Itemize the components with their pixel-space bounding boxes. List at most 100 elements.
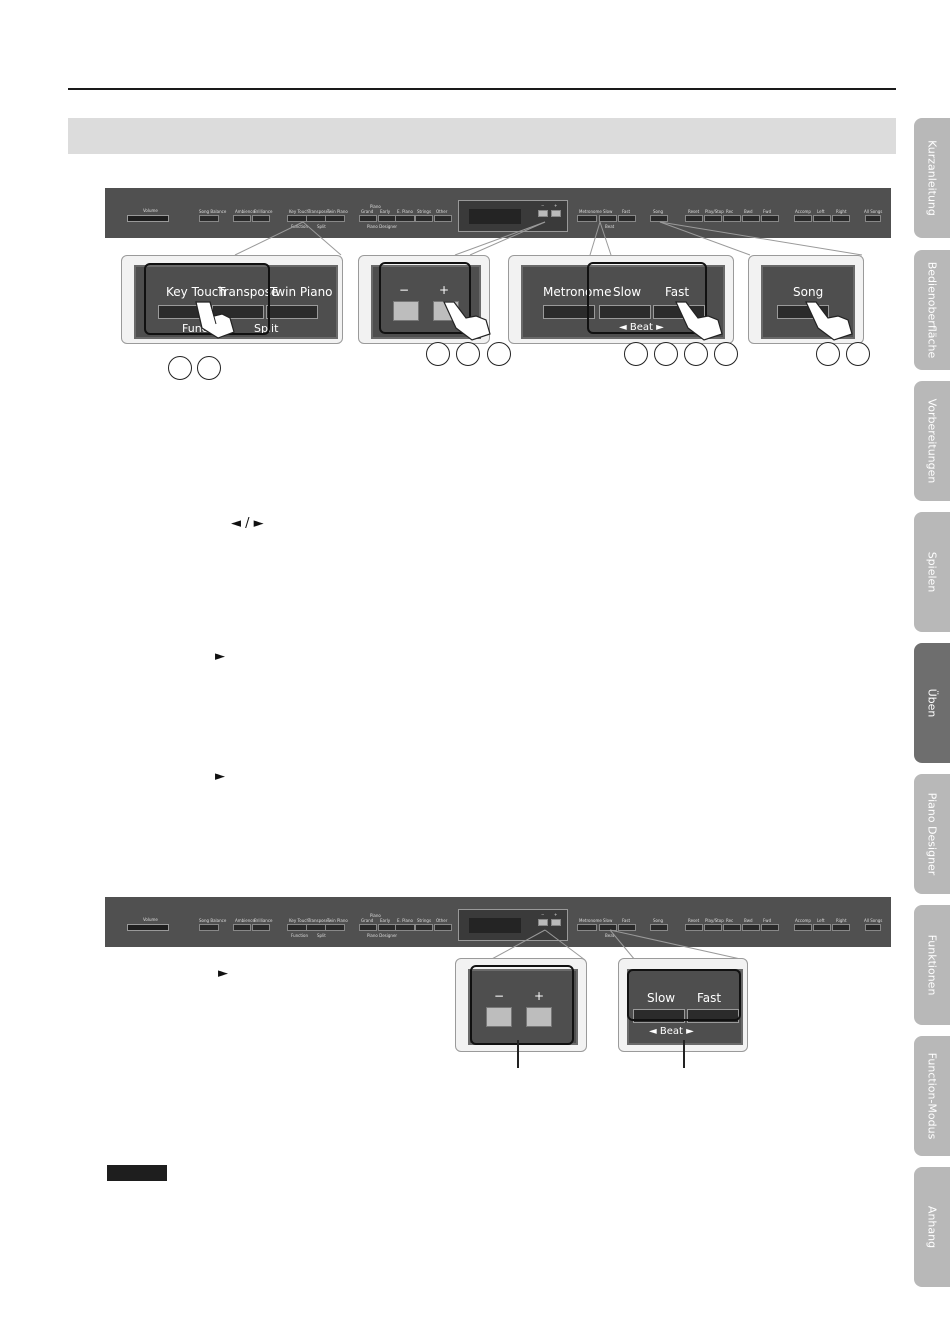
twin-piano-button[interactable] (325, 215, 345, 222)
step-circle (168, 356, 192, 380)
e-piano-button[interactable] (395, 215, 415, 222)
slow-button[interactable] (599, 215, 617, 222)
brilliance-button[interactable] (252, 215, 270, 222)
callout-panel: − + (468, 969, 578, 1045)
hand-pointer-icon (443, 301, 491, 341)
callout-tempo-2: Slow Fast ◄ Beat ► (618, 958, 748, 1052)
side-tab-piano-designer[interactable]: Piano Designer (914, 774, 950, 894)
fast-button[interactable] (618, 924, 636, 931)
other-button[interactable] (434, 924, 452, 931)
plus-button[interactable] (551, 919, 561, 926)
play-stop-button[interactable] (704, 215, 722, 222)
side-tab-function-modus[interactable]: Function-Modus (914, 1036, 950, 1156)
minus-button[interactable] (393, 301, 419, 321)
step-circle (624, 342, 648, 366)
step-circle (816, 342, 840, 366)
highlight-frame (627, 969, 741, 1021)
side-tab-spielen[interactable]: Spielen (914, 512, 950, 632)
side-tab-kurzanleitung[interactable]: Kurzanleitung (914, 118, 950, 238)
left-right-arrow-icon: ◄ / ► (231, 516, 264, 531)
step-circle (846, 342, 870, 366)
hand-pointer-icon (195, 301, 235, 339)
rec-button[interactable] (723, 215, 741, 222)
song-balance-button[interactable] (199, 215, 219, 222)
grand-button[interactable] (359, 215, 377, 222)
song-balance-button[interactable] (199, 924, 219, 931)
song-button[interactable] (650, 215, 668, 222)
top-rule (68, 88, 896, 90)
plus-button[interactable] (551, 210, 561, 217)
callout-key-touch: Key Touch Transpose Twin Piano Function … (121, 255, 343, 344)
step-circle (426, 342, 450, 366)
minus-button[interactable] (538, 210, 548, 217)
right-arrow-icon: ► (215, 769, 225, 784)
metronome-button[interactable] (577, 215, 597, 222)
all-songs-button[interactable] (865, 924, 881, 931)
section-title-bar (68, 118, 896, 154)
minus-button[interactable] (486, 1007, 512, 1027)
side-tab-bedienoberflaeche[interactable]: Bedienoberfläche (914, 250, 950, 370)
callout-panel: Slow Fast ◄ Beat ► (627, 969, 743, 1045)
reset-button[interactable] (685, 924, 703, 931)
all-songs-button[interactable] (865, 215, 881, 222)
volume-slider[interactable] (127, 215, 169, 222)
side-tab-anhang[interactable]: Anhang (914, 1167, 950, 1287)
accomp-button[interactable] (794, 215, 812, 222)
rec-button[interactable] (723, 924, 741, 931)
display (458, 909, 568, 941)
ambience-button[interactable] (233, 924, 251, 931)
song-button[interactable] (650, 924, 668, 931)
step-circle (714, 342, 738, 366)
highlight-frame (144, 263, 270, 335)
display (458, 200, 568, 232)
right-button[interactable] (832, 215, 850, 222)
side-tab-ueben[interactable]: Üben (914, 643, 950, 763)
callout-panel: Key Touch Transpose Twin Piano Function … (134, 265, 338, 339)
slow-button[interactable] (599, 924, 617, 931)
step-circle (654, 342, 678, 366)
hand-pointer-icon (805, 301, 853, 341)
step-circle (197, 356, 221, 380)
brilliance-button[interactable] (252, 924, 270, 931)
piano-panel-bottom: Volume Song Balance Ambience Brilliance … (105, 897, 891, 947)
twin-piano-button[interactable] (325, 924, 345, 931)
display-screen (469, 209, 521, 224)
piano-panel-top: Volume Song Balance Ambience Brilliance … (105, 188, 891, 238)
twin-piano-button[interactable] (266, 305, 318, 319)
e-piano-button[interactable] (395, 924, 415, 931)
right-arrow-icon: ► (215, 649, 225, 664)
metronome-button[interactable] (543, 305, 595, 319)
note-badge (107, 1165, 167, 1181)
plus-button[interactable] (526, 1007, 552, 1027)
minus-button[interactable] (538, 919, 548, 926)
accomp-button[interactable] (794, 924, 812, 931)
left-button[interactable] (813, 215, 831, 222)
side-tab-vorbereitungen[interactable]: Vorbereitungen (914, 381, 950, 501)
reset-button[interactable] (685, 215, 703, 222)
strings-button[interactable] (415, 924, 433, 931)
strings-button[interactable] (415, 215, 433, 222)
highlight-frame (587, 262, 707, 334)
metronome-button[interactable] (577, 924, 597, 931)
other-button[interactable] (434, 215, 452, 222)
volume-slider[interactable] (127, 924, 169, 931)
slow-button[interactable] (599, 305, 651, 319)
highlight-frame (379, 262, 471, 334)
pointer-line (683, 1040, 685, 1068)
grand-button[interactable] (359, 924, 377, 931)
fwd-button[interactable] (761, 215, 779, 222)
right-button[interactable] (832, 924, 850, 931)
step-circle (487, 342, 511, 366)
bwd-button[interactable] (742, 924, 760, 931)
display-screen (469, 918, 521, 933)
play-stop-button[interactable] (704, 924, 722, 931)
fast-button[interactable] (618, 215, 636, 222)
bwd-button[interactable] (742, 215, 760, 222)
ambience-button[interactable] (233, 215, 251, 222)
fwd-button[interactable] (761, 924, 779, 931)
callout-value-2: − + (455, 958, 587, 1052)
hand-pointer-icon (675, 301, 723, 341)
side-tab-funktionen[interactable]: Funktionen (914, 905, 950, 1025)
left-button[interactable] (813, 924, 831, 931)
